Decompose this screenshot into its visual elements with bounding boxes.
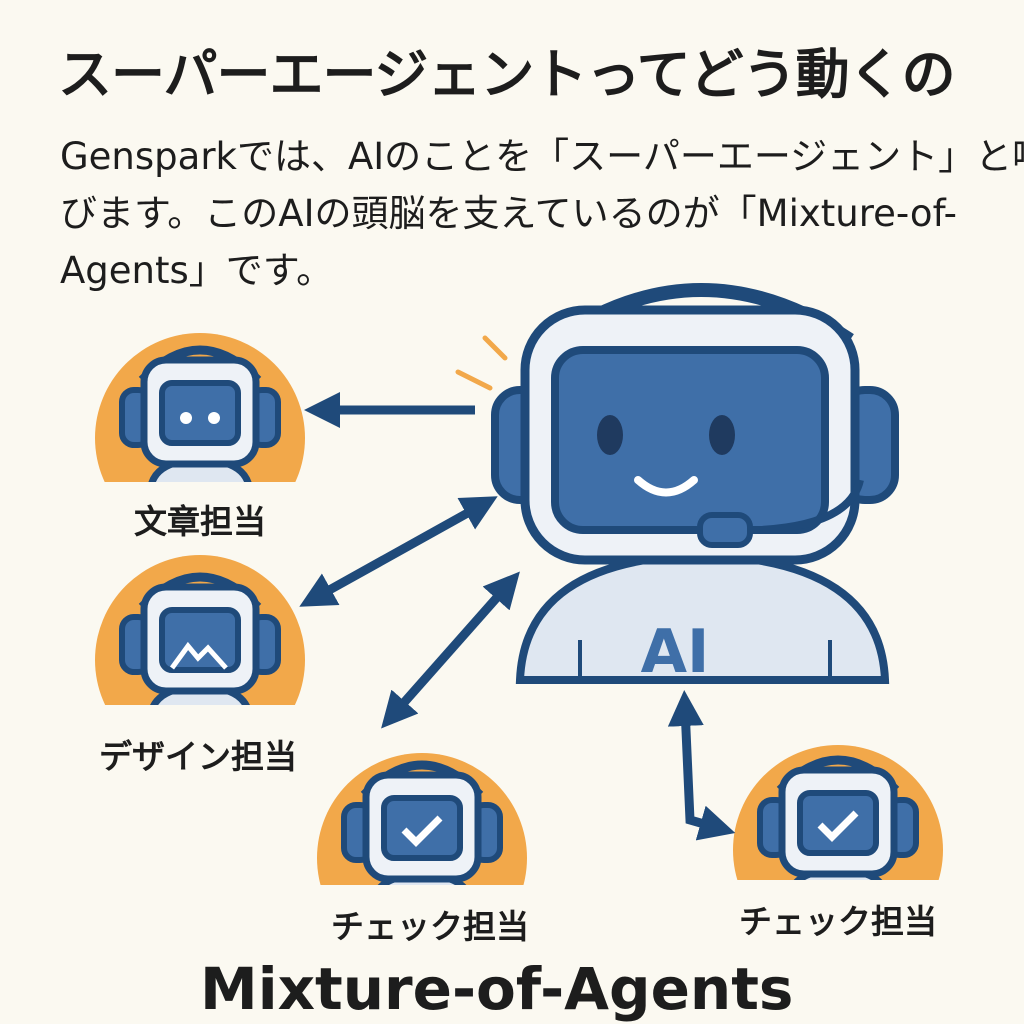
agent-label: チェック担当 xyxy=(331,907,529,946)
image-icon xyxy=(169,641,228,670)
arrow-check-2 xyxy=(667,690,736,841)
page-title: スーパーエージェントってどう動くの xyxy=(58,43,956,106)
paragraph-line: Gensparkでは、AIのことを「スーパーエージェント」と呼 xyxy=(60,135,1024,178)
ai-chest-label: AI xyxy=(641,617,710,687)
agent-writing xyxy=(95,333,305,482)
check-icon xyxy=(817,810,859,842)
agent-design xyxy=(95,555,305,705)
paragraph-line: びます。このAIの頭脳を支えているのが「Mixture-of- xyxy=(60,192,957,235)
paragraph-line: Agents」です。 xyxy=(60,249,334,292)
face-icon xyxy=(180,412,192,424)
arrow-design xyxy=(299,496,498,607)
arrow-check-1 xyxy=(381,571,520,729)
check-icon xyxy=(401,815,443,847)
agent-check-2 xyxy=(733,745,943,880)
agent-check-1 xyxy=(317,753,527,885)
agent-label: チェック担当 xyxy=(739,902,937,941)
arrows xyxy=(299,392,736,841)
main-ai-robot: AI xyxy=(455,283,899,687)
footer-title: Mixture-of-Agents xyxy=(200,955,794,1023)
intro-paragraph: Gensparkでは、AIのことを「スーパーエージェント」と呼 びます。このAI… xyxy=(60,128,1024,299)
agent-label: デザイン担当 xyxy=(99,737,297,776)
spark-icon xyxy=(455,335,508,391)
agent-label: 文章担当 xyxy=(134,502,266,541)
